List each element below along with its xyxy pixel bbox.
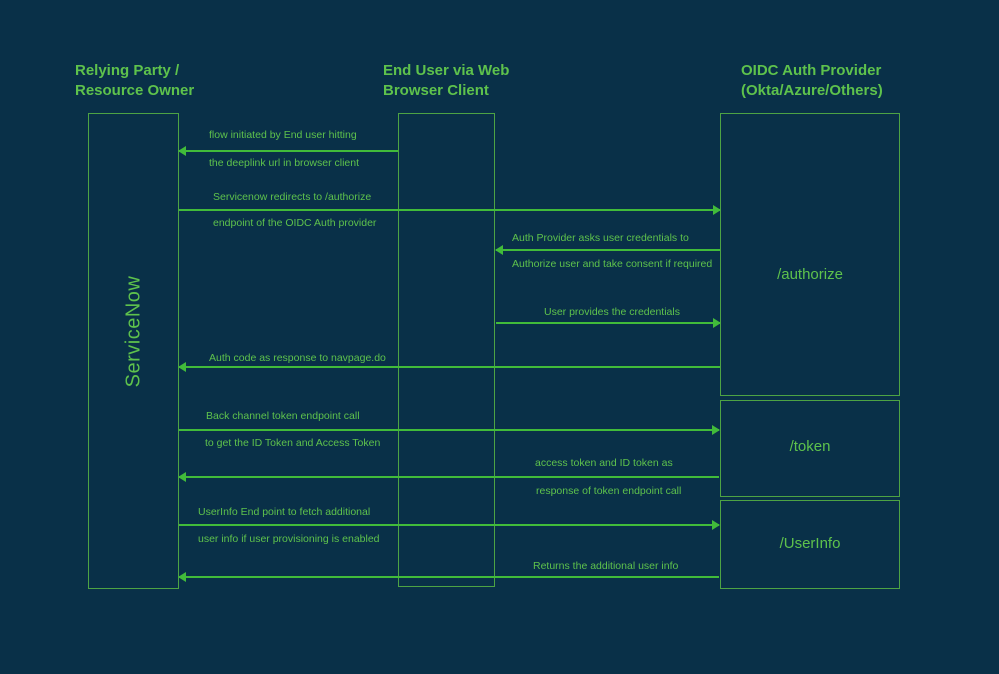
message-label: flow initiated by End user hitting — [209, 129, 357, 141]
userinfo-endpoint-label: /UserInfo — [779, 535, 841, 552]
message-arrow-2 — [179, 205, 721, 215]
authorize-endpoint-box — [720, 113, 900, 396]
message-arrow-1 — [178, 146, 398, 156]
message-arrow-7 — [178, 472, 719, 482]
actor-title-line: Browser Client — [383, 82, 489, 99]
actor-title-line: (Okta/Azure/Others) — [741, 82, 883, 99]
message-label: Auth code as response to navpage.do — [209, 352, 386, 364]
authorize-endpoint-label: /authorize — [777, 266, 843, 283]
message-label: User provides the credentials — [544, 306, 680, 318]
servicenow-label: ServiceNow — [122, 275, 145, 387]
arrowhead-left-icon — [178, 146, 186, 156]
message-label: Returns the additional user info — [533, 560, 679, 572]
arrowhead-right-icon — [712, 520, 720, 530]
relying-party-label-wrap: ServiceNow — [88, 113, 179, 549]
message-label: Auth Provider asks user credentials to — [512, 232, 689, 244]
arrowhead-left-icon — [178, 572, 186, 582]
message-label: Authorize user and take consent if requi… — [512, 258, 713, 270]
message-arrow-4 — [496, 318, 721, 328]
message-label: endpoint of the OIDC Auth provider — [213, 217, 377, 229]
relying-party-lifeline-box — [88, 113, 179, 589]
token-endpoint-label: /token — [789, 438, 831, 455]
arrowhead-right-icon — [713, 318, 721, 328]
actor-title-oidc-provider: OIDC Auth Provider (Okta/Azure/Others) — [741, 61, 883, 101]
message-arrow-8 — [179, 520, 720, 530]
userinfo-endpoint-box — [720, 500, 900, 589]
end-user-lifeline-box — [398, 113, 495, 587]
message-arrow-3 — [495, 245, 720, 255]
actor-title-line: OIDC Auth Provider — [741, 62, 882, 79]
arrowhead-left-icon — [178, 362, 186, 372]
message-label: access token and ID token as — [535, 457, 673, 469]
arrowhead-right-icon — [713, 205, 721, 215]
message-arrow-9 — [178, 572, 719, 582]
actor-title-line: Relying Party / — [75, 62, 180, 79]
message-label: user info if user provisioning is enable… — [198, 533, 380, 545]
actor-title-relying-party: Relying Party / Resource Owner — [75, 61, 194, 101]
message-arrow-5 — [178, 362, 720, 372]
message-label: UserInfo End point to fetch additional — [198, 506, 371, 518]
message-label: Servicenow redirects to /authorize — [213, 191, 372, 203]
actor-title-line: Resource Owner — [75, 82, 195, 99]
arrowhead-left-icon — [178, 472, 186, 482]
message-label: to get the ID Token and Access Token — [205, 437, 381, 449]
message-label: response of token endpoint call — [536, 485, 682, 497]
message-label: Back channel token endpoint call — [206, 410, 360, 422]
arrowhead-right-icon — [712, 425, 720, 435]
message-arrow-6 — [179, 425, 720, 435]
actor-title-line: End User via Web — [383, 62, 510, 79]
message-label: the deeplink url in browser client — [209, 157, 359, 169]
actor-title-end-user: End User via Web Browser Client — [383, 61, 509, 101]
arrowhead-left-icon — [495, 245, 503, 255]
token-endpoint-box — [720, 400, 900, 497]
